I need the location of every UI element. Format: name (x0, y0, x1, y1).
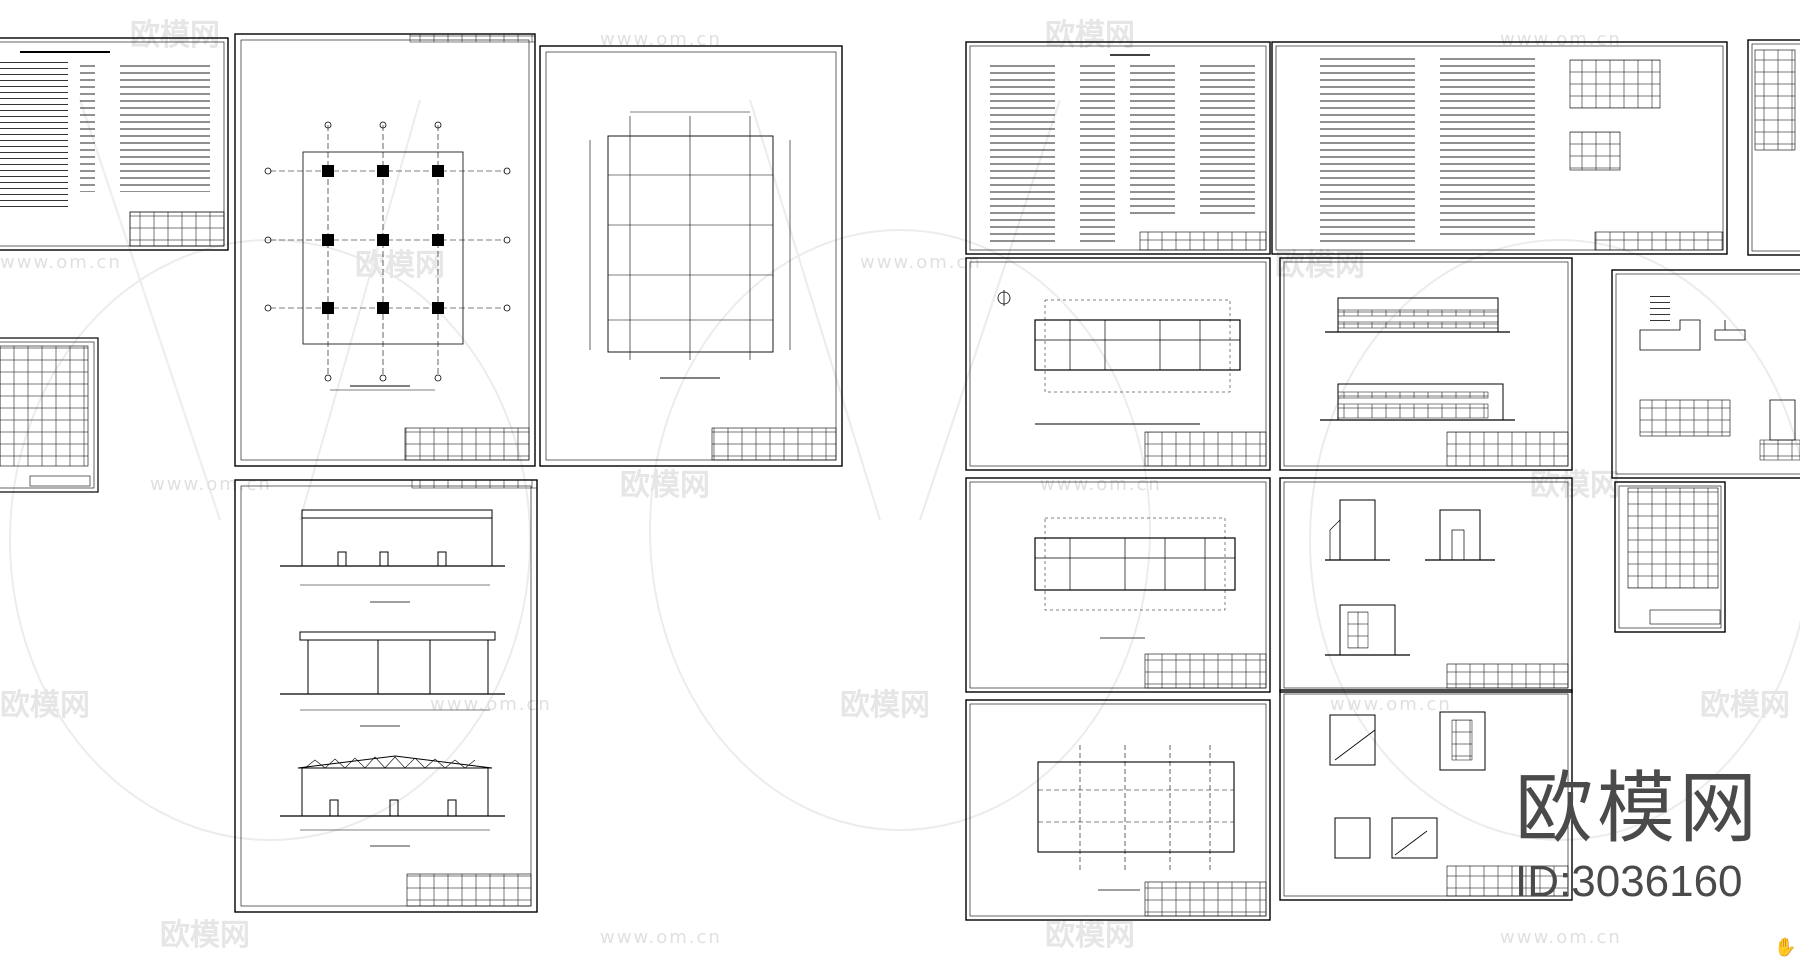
watermark-brand: 欧模网 (0, 688, 90, 723)
watermark-brand: 欧模网 (1045, 918, 1135, 953)
sheet-ground-floor-plan[interactable] (965, 257, 1271, 471)
watermark-brand: 欧模网 (130, 18, 220, 53)
model-id-label: ID:3036160 (1515, 857, 1743, 906)
watermark-brand: 欧模网 (355, 248, 445, 283)
sheet-stair-details[interactable] (1279, 689, 1573, 901)
watermark-url: www.om.cn (600, 29, 722, 50)
sheet-arch-notes-2[interactable] (1271, 41, 1728, 255)
watermark-url: www.om.cn (1040, 474, 1162, 495)
watermark-brand: 欧模网 (840, 688, 930, 723)
sheet-drawing-list[interactable] (0, 337, 99, 493)
sheet-second-floor-plan[interactable] (965, 477, 1271, 693)
watermark-brand: 欧模网 (1045, 18, 1135, 53)
watermark-url: www.om.cn (430, 694, 552, 715)
sheet-schedule[interactable] (1614, 481, 1726, 633)
watermark-url: www.om.cn (0, 252, 122, 273)
sheet-roof-plan-2[interactable] (965, 699, 1271, 921)
sheet-column-plan[interactable] (234, 33, 536, 467)
watermark-brand: 欧模网 (1275, 248, 1365, 283)
sheet-right-edge[interactable] (1747, 39, 1800, 256)
brand-logo: 欧模网 (1515, 764, 1762, 854)
watermark-url: www.om.cn (1330, 694, 1452, 715)
watermark-url: www.om.cn (1500, 29, 1622, 50)
watermark-brand: 欧模网 (1530, 468, 1620, 503)
sheet-details[interactable] (1611, 269, 1800, 479)
sheet-design-notes[interactable] (0, 37, 229, 251)
sheet-elevations[interactable] (1279, 257, 1573, 471)
watermark-brand: 欧模网 (620, 468, 710, 503)
watermark-url: www.om.cn (860, 252, 982, 273)
watermark-brand: 欧模网 (160, 918, 250, 953)
sheet-roof-plan[interactable] (539, 45, 843, 467)
sheet-side-elevations[interactable] (1279, 477, 1573, 693)
sheet-arch-notes-1[interactable] (965, 41, 1271, 255)
watermark-url: www.om.cn (150, 474, 272, 495)
watermark-layer: 欧模网 欧模网 欧模网 欧模网 欧模网 欧模网 欧模网 欧模网 欧模网 欧模网 … (0, 18, 1800, 953)
watermark-url: www.om.cn (1500, 927, 1622, 948)
sheet-sections[interactable] (234, 479, 538, 913)
watermark-url: www.om.cn (600, 927, 722, 948)
hand-cursor-icon: ✋ (1774, 937, 1797, 958)
watermark-brand: 欧模网 (1700, 688, 1790, 723)
